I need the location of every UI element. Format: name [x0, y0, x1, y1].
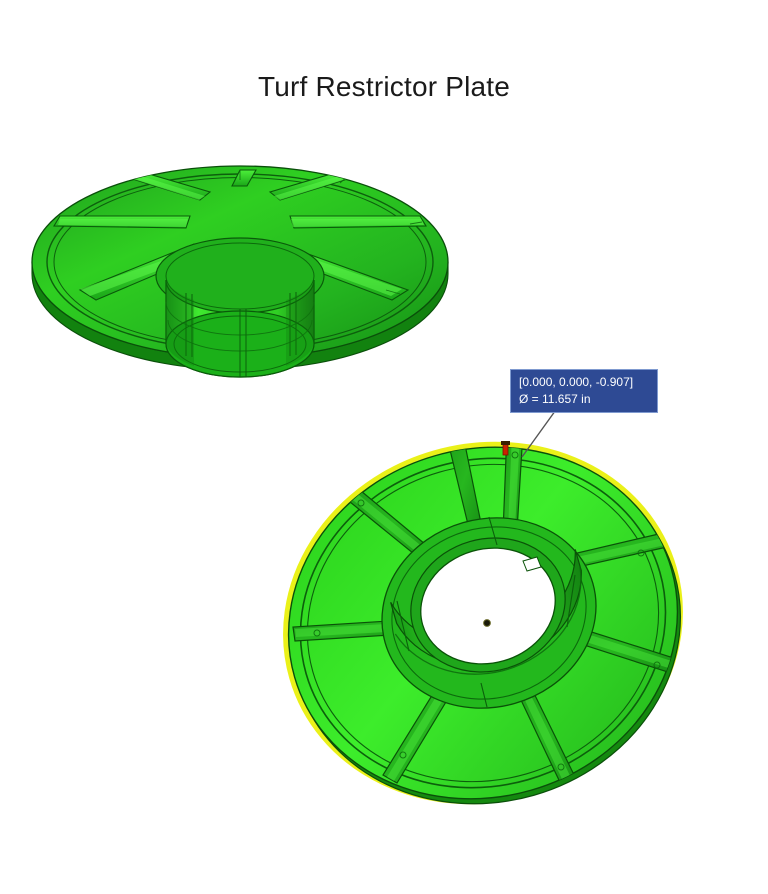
cad-model-top-svg	[31, 165, 449, 378]
page-title: Turf Restrictor Plate	[257, 71, 511, 102]
hub-band-group	[165, 301, 315, 352]
hub-seam-group	[396, 516, 576, 708]
hub-shadow-left	[166, 280, 194, 366]
plate-rib-highlight	[58, 219, 188, 227]
cad-model-bottom-svg	[283, 424, 684, 805]
plate-rim-inner-ring-2	[306, 463, 660, 783]
hub-lower-shadow-ring	[394, 566, 582, 675]
plate-rib-highlight	[274, 175, 350, 200]
hub-center-pin-hole	[483, 619, 491, 627]
sector-joint-group	[313, 439, 661, 771]
plate-rib	[231, 169, 257, 187]
hub-keyway-notch	[522, 556, 542, 572]
plate-rim-inner-ring	[299, 457, 667, 789]
plate-rib-highlight	[291, 219, 424, 227]
cad-model-bottom-view[interactable]	[275, 424, 705, 825]
hub-shadow-right	[286, 280, 314, 366]
callout-diameter: Ø = 11.657 in	[519, 392, 591, 406]
plate-rib-highlight	[130, 175, 205, 200]
hub-through-hole	[420, 547, 556, 665]
callout-coordinates: [0.000, 0.000, -0.907]	[519, 375, 634, 389]
hub-outer-collar-ring	[391, 526, 587, 700]
measurement-callout[interactable]: [0.000, 0.000, -0.907] Ø = 11.657 in	[510, 369, 658, 413]
cad-model-top-view[interactable]	[18, 150, 488, 420]
measurement-point-marker[interactable]	[501, 441, 510, 456]
